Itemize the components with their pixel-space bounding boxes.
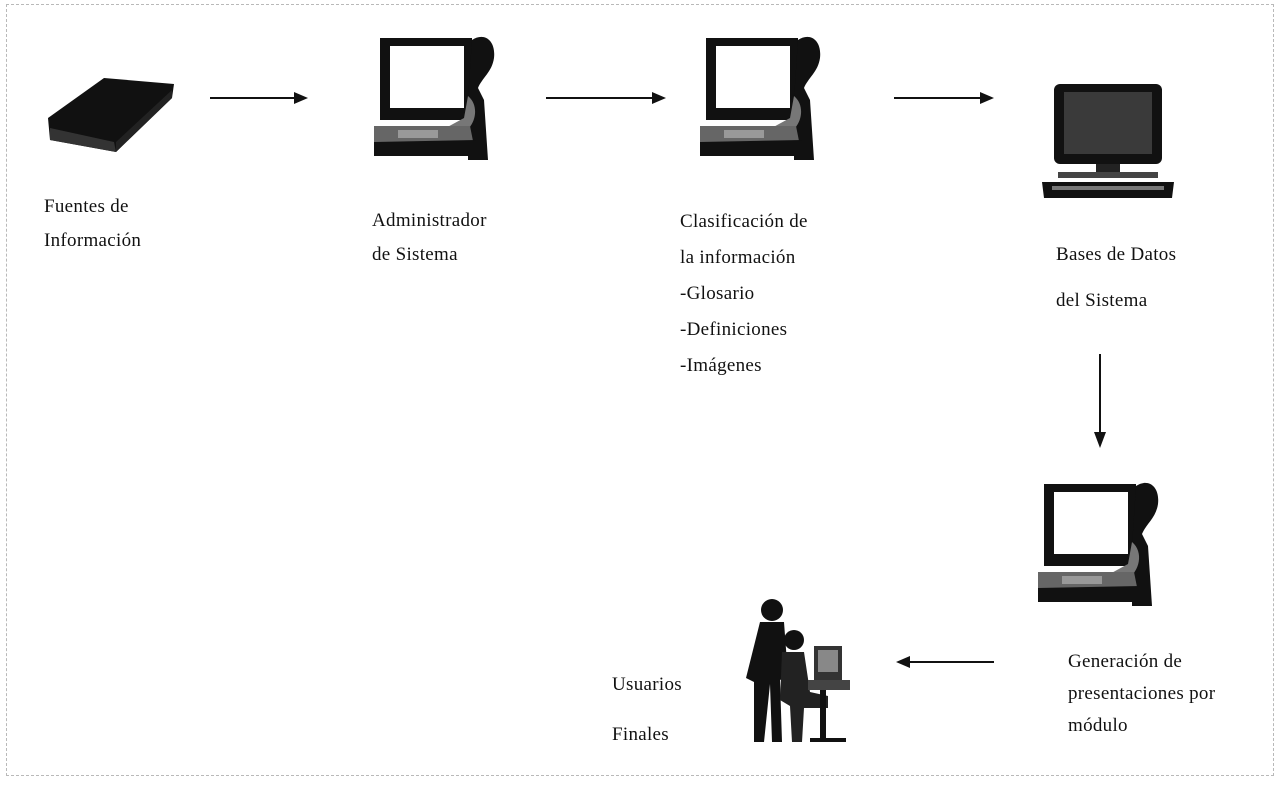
label-line: Usuarios: [612, 674, 682, 695]
label-line: Administrador: [372, 210, 487, 231]
label-line: -Imágenes: [680, 355, 762, 376]
label-system-administrator: Administrador de Sistema: [372, 204, 487, 272]
book-icon: [48, 78, 174, 152]
label-presentation-generation: Generación de presentaciones por módulo: [1068, 646, 1215, 742]
computer-user-icon: [374, 36, 495, 160]
label-line: -Definiciones: [680, 319, 788, 340]
label-system-databases: Bases de Datos del Sistema: [1056, 232, 1176, 324]
label-line: Información: [44, 230, 142, 251]
diagram-frame: [6, 4, 1274, 776]
desktop-computer-icon: [1042, 84, 1174, 198]
label-line: Fuentes de: [44, 196, 129, 217]
label-line: Finales: [612, 724, 669, 745]
office-users-icon: [746, 599, 850, 742]
label-line: Generación de: [1068, 651, 1183, 672]
label-line: módulo: [1068, 715, 1128, 736]
label-line: de Sistema: [372, 244, 458, 265]
arrow-presentations-to-users: [896, 656, 994, 668]
label-line: la información: [680, 247, 796, 268]
label-information-classification: Clasificación de la información -Glosari…: [680, 204, 808, 384]
arrow-sources-to-admin: [210, 92, 308, 104]
computer-user-icon: [1038, 482, 1159, 606]
arrow-database-to-presentations: [1094, 354, 1106, 448]
label-line: del Sistema: [1056, 290, 1148, 311]
label-line: Bases de Datos: [1056, 244, 1177, 265]
arrow-classification-to-database: [894, 92, 994, 104]
label-end-users: Usuarios Finales: [612, 660, 682, 760]
arrow-admin-to-classification: [546, 92, 666, 104]
computer-user-icon: [700, 36, 821, 160]
label-line: Clasificación de: [680, 211, 808, 232]
label-information-sources: Fuentes de Información: [44, 190, 141, 258]
label-line: -Glosario: [680, 283, 755, 304]
label-line: presentaciones por: [1068, 683, 1216, 704]
